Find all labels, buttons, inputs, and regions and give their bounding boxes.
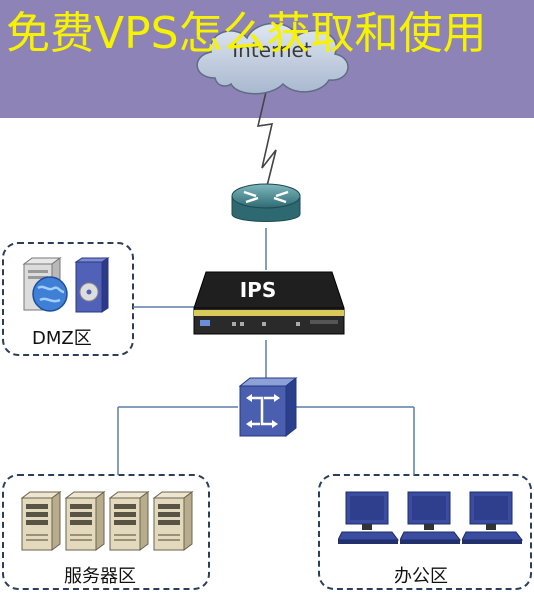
tower-server-icon xyxy=(20,491,62,551)
dmz-zone-label: DMZ区 xyxy=(32,328,92,349)
office-zone-label: 办公区 xyxy=(394,566,448,587)
desktop-pc-icon xyxy=(462,491,523,544)
page-title: 免费VPS怎么获取和使用 xyxy=(6,8,487,59)
wan-link xyxy=(256,91,277,191)
tower-server-icon xyxy=(152,491,194,551)
tower-server-icon xyxy=(64,491,106,551)
server-zone xyxy=(2,474,210,590)
office-zone xyxy=(318,474,532,590)
dmz-zone xyxy=(2,242,134,356)
desktop-pc-icon xyxy=(400,491,461,544)
switch-icon xyxy=(238,376,298,438)
server-zone-label: 服务器区 xyxy=(64,566,136,587)
globe-icon xyxy=(32,276,68,312)
ips-label: IPS xyxy=(239,278,277,302)
ips-appliance-icon xyxy=(193,271,345,335)
media-server-icon xyxy=(74,257,110,313)
router-icon xyxy=(231,183,301,222)
desktop-pc-icon xyxy=(338,491,399,544)
tower-server-icon xyxy=(108,491,150,551)
internet-cloud-icon xyxy=(196,22,349,95)
cloud-label: Internet xyxy=(232,38,312,62)
